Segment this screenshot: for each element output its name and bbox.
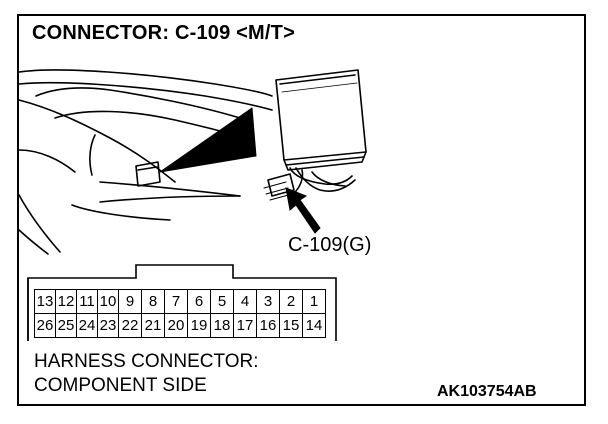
- connector-outline: [27, 264, 337, 341]
- pin-23: 23: [97, 313, 119, 338]
- pin-2: 2: [279, 289, 303, 314]
- pin-14: 14: [302, 313, 326, 338]
- dashboard-illustration: [18, 69, 273, 255]
- pin-21: 21: [141, 313, 165, 338]
- pin-24: 24: [76, 313, 98, 338]
- pin-10: 10: [97, 289, 119, 314]
- harness-caption: HARNESS CONNECTOR: COMPONENT SIDE: [34, 350, 259, 398]
- pin-5: 5: [210, 289, 234, 314]
- pin-17: 17: [233, 313, 257, 338]
- pin-22: 22: [118, 313, 142, 338]
- pin-26: 26: [34, 313, 56, 338]
- pin-6: 6: [187, 289, 211, 314]
- pin-1: 1: [302, 289, 326, 314]
- pointer-arrow-icon: [285, 187, 321, 234]
- page-title: CONNECTOR: C-109 <M/T>: [32, 22, 295, 44]
- pin-9: 9: [118, 289, 142, 314]
- figure-code: AK103754AB: [437, 383, 537, 400]
- pin-3: 3: [256, 289, 280, 314]
- pin-19: 19: [187, 313, 211, 338]
- pin-13: 13: [34, 289, 56, 314]
- pin-row-bottom: 26 25 24 23 22 21 20 19 18 17 16 15 14: [34, 313, 326, 338]
- caption-line-1: HARNESS CONNECTOR:: [34, 351, 259, 372]
- connector-pin-grid: 13 12 11 10 9 8 7 6 5 4 3 2 1 26 25 24 2…: [34, 289, 326, 338]
- pin-18: 18: [210, 313, 234, 338]
- pin-15: 15: [279, 313, 303, 338]
- pin-4: 4: [233, 289, 257, 314]
- diagram-frame: [17, 14, 586, 406]
- pin-8: 8: [141, 289, 165, 314]
- pin-25: 25: [55, 313, 77, 338]
- caption-line-2: COMPONENT SIDE: [34, 375, 207, 396]
- pin-20: 20: [164, 313, 188, 338]
- pin-11: 11: [76, 289, 98, 314]
- connector-callout-label: C-109(G): [288, 234, 372, 256]
- pin-12: 12: [55, 289, 77, 314]
- ecu-module-illustration: [263, 69, 367, 201]
- pin-7: 7: [164, 289, 188, 314]
- pin-row-top: 13 12 11 10 9 8 7 6 5 4 3 2 1: [34, 289, 326, 314]
- pin-16: 16: [256, 313, 280, 338]
